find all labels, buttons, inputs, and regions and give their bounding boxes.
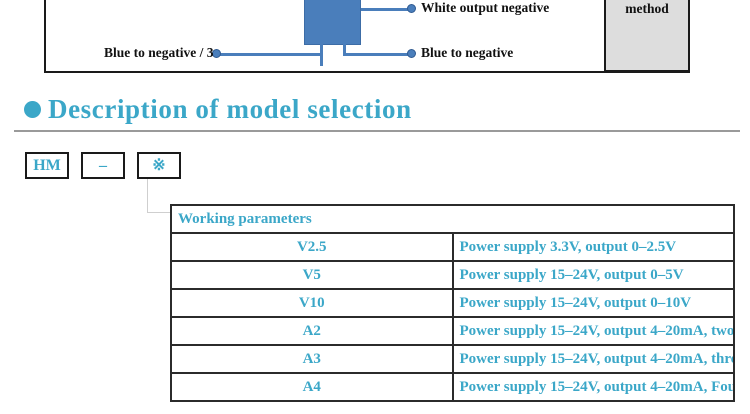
node-dot-blue-to-negative [407,49,416,58]
section-heading: Description of model selection [24,94,412,125]
table-row: V2.5 Power supply 3.3V, output 0–2.5V [170,232,735,262]
connector-line-horizontal [147,212,171,213]
table-cell-code: V5 [170,260,454,290]
table-cell-description: Power supply 15–24V, output 4–20mA, Four… [451,372,735,402]
table-cell-description: Power supply 15–24V, output 4–20mA, two … [451,316,735,346]
table-cell-code: V2.5 [170,232,454,262]
wiring-diagram-panel: White output negative Blue to negative B… [44,0,690,73]
model-code-box-prefix: HM [25,152,69,179]
node-dot-white-output-negative [407,4,416,13]
table-row: V5 Power supply 15–24V, output 0–5V [170,260,735,290]
model-code-row: HM – ※ [25,152,181,179]
table-cell-code: A4 [170,372,454,402]
model-code-box-separator: – [81,152,125,179]
table-header-row: Working parameters [170,204,735,234]
node-dot-blue-to-negative-3 [212,49,221,58]
connector-line-vertical [147,179,148,213]
label-blue-to-negative: Blue to negative [421,45,514,60]
table-cell-code: V10 [170,288,454,318]
wire-white-output-negative [361,8,409,11]
table-row: A2 Power supply 15–24V, output 4–20mA, t… [170,316,735,346]
heading-divider [14,130,740,132]
table-cell-code: A3 [170,344,454,374]
bullet-icon [24,101,41,118]
wire-blue-to-negative [343,53,409,56]
method-column-cell: method [604,0,690,73]
working-parameters-table: Working parameters V2.5 Power supply 3.3… [170,204,735,402]
model-code-box-variant: ※ [137,152,181,179]
table-cell-code: A2 [170,316,454,346]
label-white-output-negative: White output negative [421,0,550,15]
sensor-device-block [304,0,361,45]
table-cell-description: Power supply 15–24V, output 0–10V [451,288,735,318]
wire-device-leg-right [343,44,346,56]
page-title: Description of model selection [48,94,412,124]
table-cell-description: Power supply 3.3V, output 0–2.5V [451,232,735,262]
table-row: A4 Power supply 15–24V, output 4–20mA, F… [170,372,735,402]
table-row: V10 Power supply 15–24V, output 0–10V [170,288,735,318]
wire-blue-to-negative-3 [217,53,323,56]
table-row: A3 Power supply 15–24V, output 4–20mA, t… [170,344,735,374]
table-cell-description: Power supply 15–24V, output 4–20mA, thre… [451,344,735,374]
table-cell-description: Power supply 15–24V, output 0–5V [451,260,735,290]
label-blue-to-negative-3: Blue to negative / 3 [104,45,214,60]
table-header-working-parameters: Working parameters [170,204,735,234]
